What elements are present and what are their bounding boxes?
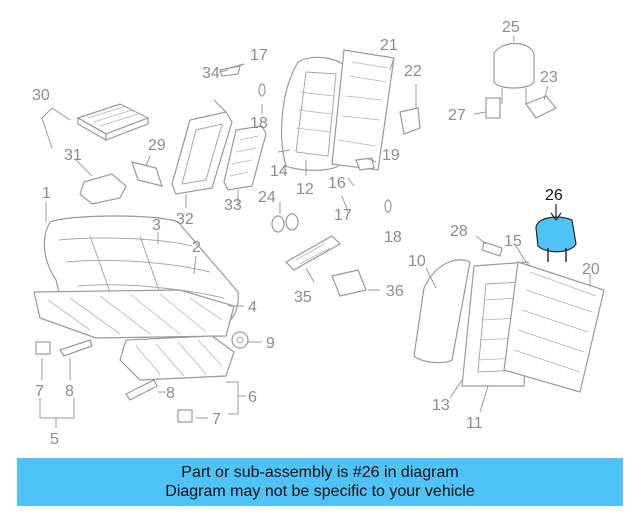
grommet-part-9 bbox=[231, 331, 249, 349]
headrest-part-26-highlighted bbox=[535, 204, 577, 262]
callout-16: 16 bbox=[328, 175, 346, 192]
callout-7b: 7 bbox=[212, 411, 221, 428]
callout-29: 29 bbox=[148, 137, 166, 154]
callout-7a: 7 bbox=[35, 383, 44, 400]
callout-14: 14 bbox=[270, 163, 288, 180]
armrest-box-part bbox=[76, 103, 150, 142]
callout-21: 21 bbox=[380, 37, 398, 54]
callout-23: 23 bbox=[540, 69, 558, 86]
callout-1: 1 bbox=[42, 185, 51, 202]
sleeve-part-27 bbox=[485, 97, 501, 119]
callout-3: 3 bbox=[152, 217, 161, 234]
guide-part-23 bbox=[525, 95, 557, 119]
callout-8b: 8 bbox=[166, 385, 175, 402]
callout-20: 20 bbox=[582, 261, 600, 278]
info-banner: Part or sub-assembly is #26 in diagram D… bbox=[17, 458, 623, 506]
callout-18b: 18 bbox=[384, 229, 402, 246]
pad-part-29 bbox=[131, 161, 163, 187]
callout-18a: 18 bbox=[250, 115, 268, 132]
leader-lines bbox=[39, 36, 591, 428]
callout-6: 6 bbox=[248, 389, 257, 406]
rod-part-8a bbox=[59, 339, 93, 357]
headrest-part-25 bbox=[493, 42, 535, 104]
seat-frame-part bbox=[33, 289, 235, 339]
callout-10: 10 bbox=[408, 253, 426, 270]
ring-part-18a bbox=[258, 83, 266, 97]
callout-4: 4 bbox=[248, 299, 257, 316]
callout-15: 15 bbox=[504, 233, 522, 250]
bracket-part-31 bbox=[79, 173, 127, 205]
callout-11: 11 bbox=[466, 415, 483, 432]
clip-part-24b bbox=[285, 213, 299, 231]
callout-9: 9 bbox=[266, 335, 275, 352]
bracket-part-36 bbox=[331, 269, 367, 297]
clip-part-7a bbox=[35, 341, 51, 355]
rod-part-8b bbox=[125, 379, 158, 401]
ring-part-18b bbox=[384, 199, 392, 213]
callout-34: 34 bbox=[202, 65, 220, 82]
callout-35: 35 bbox=[294, 289, 312, 306]
backrest-cover-part bbox=[280, 56, 349, 171]
callout-36: 36 bbox=[386, 283, 404, 300]
callout-24: 24 bbox=[258, 189, 276, 206]
parts-diagram: 1 2 3 4 5 6 7 7 8 8 9 10 11 12 13 14 15 … bbox=[32, 19, 605, 448]
callout-19: 19 bbox=[382, 147, 400, 164]
callout-5: 5 bbox=[50, 431, 59, 448]
callout-30: 30 bbox=[32, 87, 50, 104]
callout-22: 22 bbox=[404, 63, 422, 80]
bracket-part-22 bbox=[399, 107, 421, 135]
rod-part-small bbox=[213, 99, 227, 113]
callout-12: 12 bbox=[296, 181, 314, 198]
backrest-frame-part-21 bbox=[331, 49, 395, 171]
lower-tray-part bbox=[119, 335, 235, 381]
backrest-frame-part-33 bbox=[223, 125, 267, 191]
clip-part-17a bbox=[229, 63, 245, 69]
callout-28: 28 bbox=[450, 223, 468, 240]
callout-32: 32 bbox=[176, 211, 194, 228]
callout-13: 13 bbox=[432, 397, 450, 414]
rail-part-35 bbox=[285, 235, 341, 271]
side-bolster-part-10 bbox=[413, 259, 471, 364]
clip-part-7b bbox=[177, 409, 193, 423]
latch-part-28 bbox=[481, 241, 503, 257]
backrest-frame-part-20 bbox=[503, 261, 605, 393]
banner-line-disclaimer: Diagram may not be specific to your vehi… bbox=[165, 483, 475, 500]
clip-part-24a bbox=[271, 215, 285, 233]
callout-2: 2 bbox=[192, 239, 201, 256]
callout-17b: 17 bbox=[334, 207, 352, 224]
backrest-frame-part-32 bbox=[171, 111, 233, 195]
callout-26: 26 bbox=[545, 187, 563, 204]
callout-33: 33 bbox=[224, 197, 242, 214]
callout-17a: 17 bbox=[250, 47, 268, 64]
callout-8a: 8 bbox=[65, 383, 74, 400]
banner-line-part-number: Part or sub-assembly is #26 in diagram bbox=[181, 464, 459, 481]
callout-31: 31 bbox=[64, 147, 82, 164]
callout-27: 27 bbox=[448, 107, 466, 124]
callout-25: 25 bbox=[502, 19, 520, 36]
